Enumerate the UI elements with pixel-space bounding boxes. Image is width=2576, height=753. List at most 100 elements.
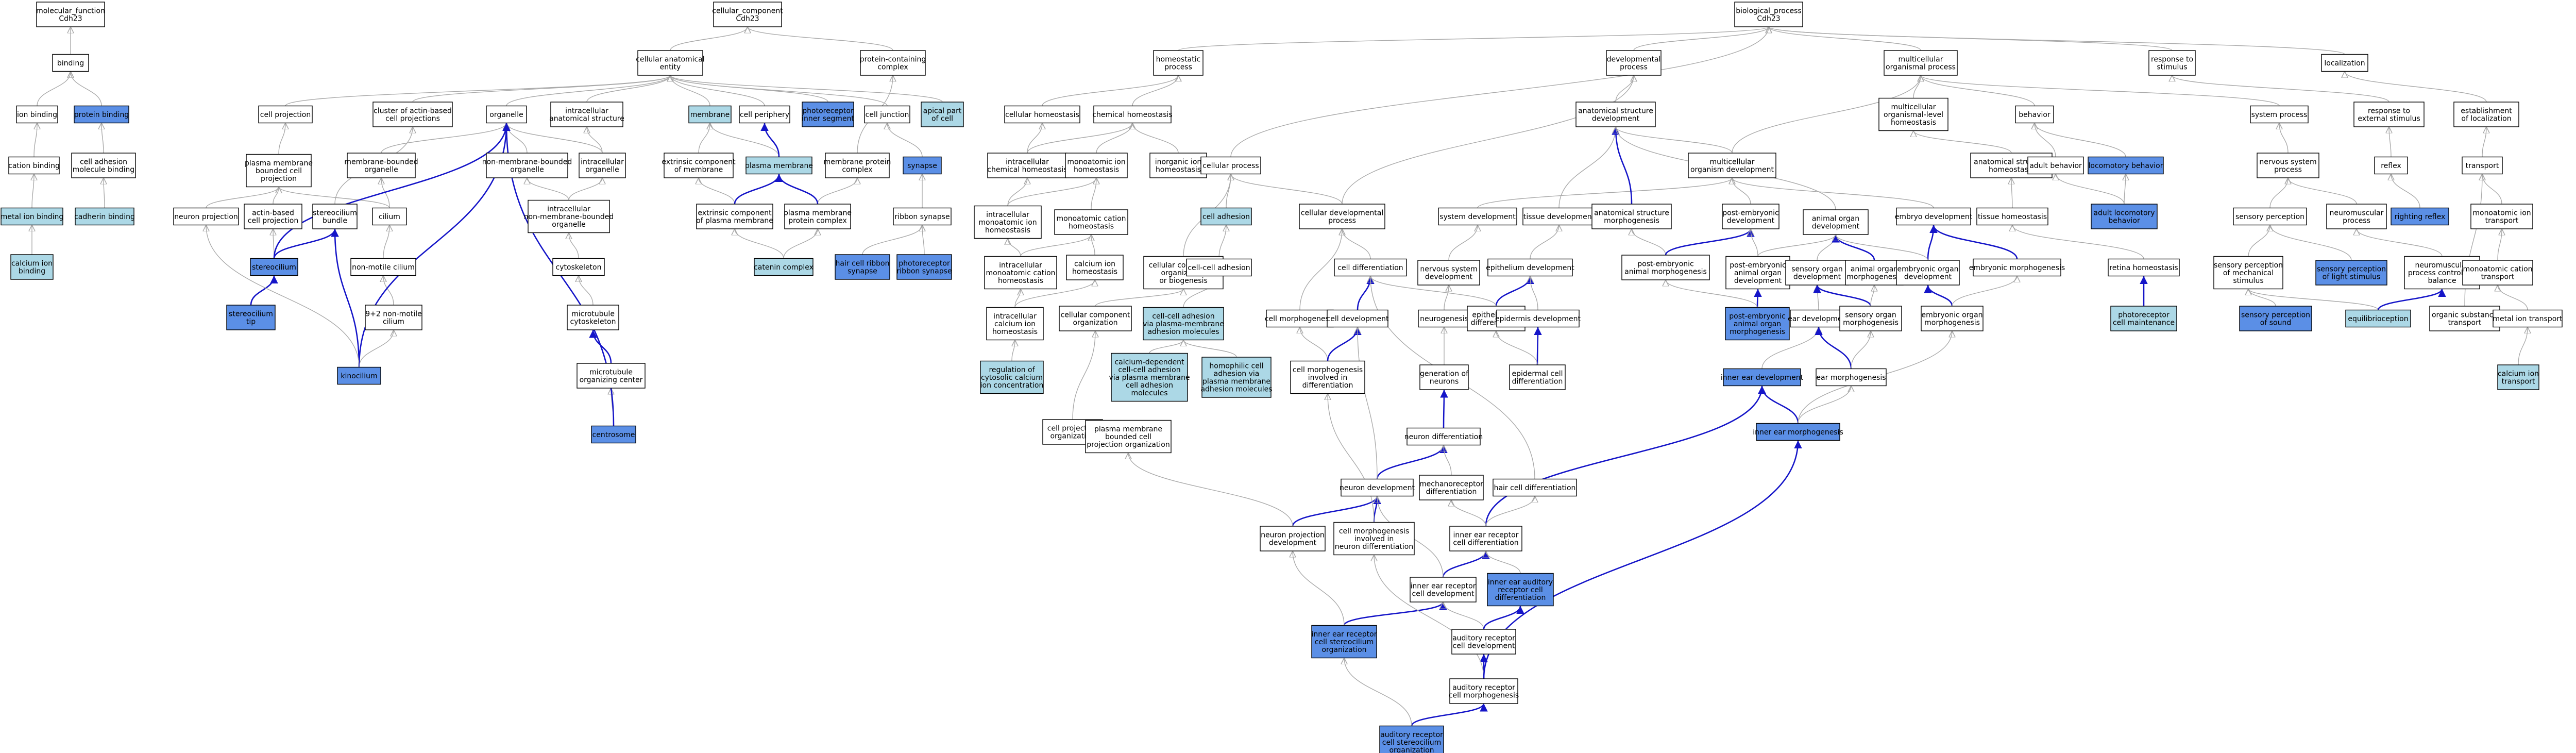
node-righting-reflex[interactable]: righting reflex	[2391, 207, 2449, 226]
node-chemical-homeostasis[interactable]: chemical homeostasis	[1092, 105, 1173, 124]
node-hair-cell-differentiation[interactable]: hair cell differentiation	[1493, 478, 1577, 497]
node-reflex[interactable]: reflex	[2374, 156, 2408, 175]
node-synapse[interactable]: synapse	[903, 156, 942, 175]
node-cell-projection[interactable]: cell projection	[258, 105, 313, 124]
node-epidermis-development[interactable]: epidermis development	[1495, 309, 1581, 328]
node-plasma-membrane[interactable]: plasma membrane	[745, 156, 813, 175]
node-metal-ion-transport[interactable]: metal ion transport	[2493, 309, 2563, 328]
node-embryonic-morphogenesis[interactable]: embryonic morphogenesis	[1969, 258, 2065, 277]
node-cell-periphery[interactable]: cell periphery	[739, 105, 790, 124]
node-protein-binding[interactable]: protein binding	[74, 105, 129, 124]
node-cation-binding[interactable]: cation binding	[8, 156, 60, 175]
node-localization[interactable]: localization	[2321, 54, 2368, 72]
node-cell-development[interactable]: cell development	[1327, 309, 1389, 328]
node-inner-ear-development[interactable]: inner ear development	[1721, 368, 1804, 387]
node-binding[interactable]: binding	[52, 54, 89, 72]
node-inner-ear-morphogenesis[interactable]: inner ear morphogenesis	[1753, 423, 1843, 441]
node-adult-behavior[interactable]: adult behavior	[2027, 156, 2084, 175]
node-centrosome[interactable]: centrosome	[591, 425, 636, 444]
node-cell-cell-adhesion[interactable]: cell-cell adhesion	[1186, 258, 1252, 277]
node-tissue-homeostasis[interactable]: tissue homeostasis	[1976, 207, 2048, 226]
node-behavior[interactable]: behavior	[2015, 105, 2054, 124]
node-cytoskeleton[interactable]: cytoskeleton	[552, 258, 605, 276]
node-epithelium-development[interactable]: epithelium development	[1486, 258, 1574, 277]
node-embryo-development[interactable]: embryo development	[1895, 207, 1973, 226]
node-sensory-perception[interactable]: sensory perception	[2233, 207, 2307, 226]
node-ribbon-synapse[interactable]: ribbon synapse	[893, 207, 952, 226]
node-metal-ion-binding[interactable]: metal ion binding	[1, 207, 64, 226]
node-equilibrioception[interactable]: equilibrioception	[2345, 309, 2411, 328]
node-ion-binding[interactable]: ion binding	[16, 105, 58, 124]
node-cell-junction[interactable]: cell junction	[864, 105, 910, 124]
node-cellular-homeostasis[interactable]: cellular homeostasis	[1004, 105, 1080, 124]
node-retina-homeostasis[interactable]: retina homeostasis	[2108, 258, 2180, 277]
node-locomotory-behavior[interactable]: locomotory behavior	[2088, 156, 2164, 175]
node-transport[interactable]: transport	[2462, 156, 2503, 175]
node-organelle[interactable]: organelle	[486, 105, 527, 124]
node-ear-development[interactable]: ear development	[1788, 309, 1850, 328]
node-catenin-complex[interactable]: catenin complex	[754, 258, 814, 276]
node-membrane[interactable]: membrane	[688, 105, 732, 124]
node-neuron-differentiation[interactable]: neuron differentiation	[1404, 427, 1483, 446]
node-neurogenesis[interactable]: neurogenesis	[1418, 309, 1470, 328]
